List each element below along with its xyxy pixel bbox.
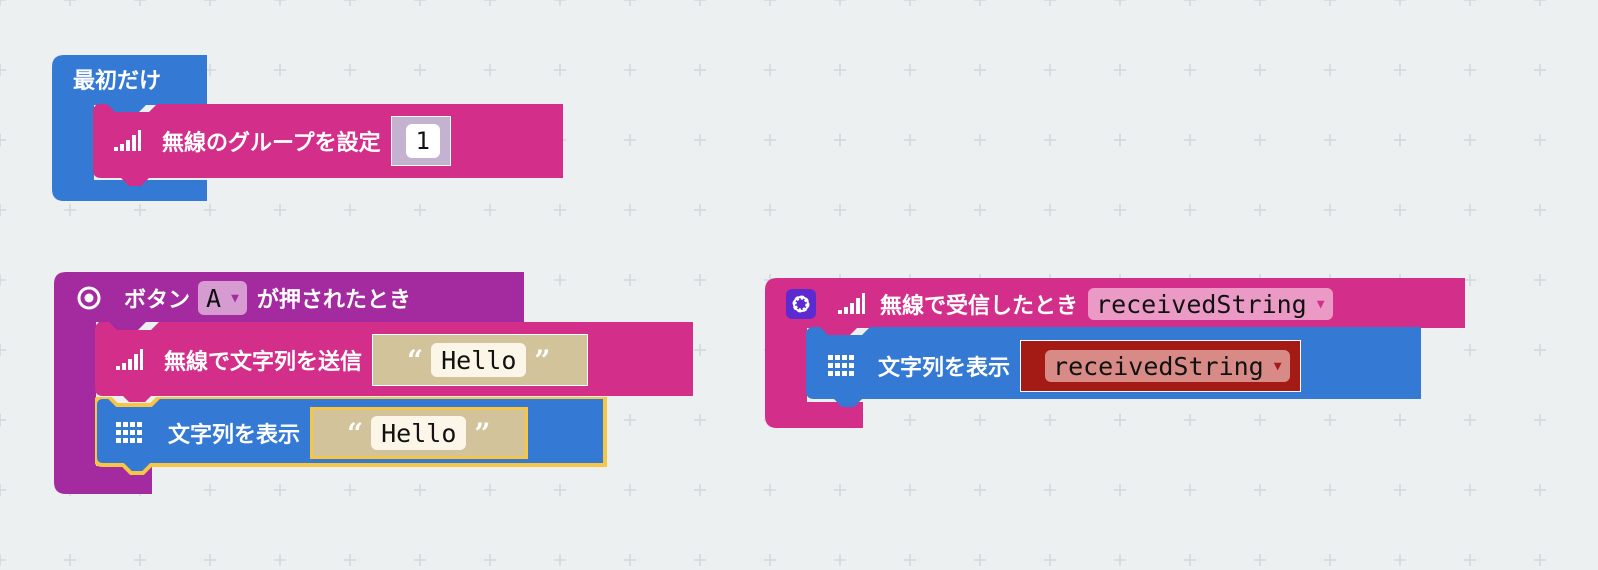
target-icon	[76, 285, 102, 311]
quote-open-icon: “	[347, 416, 364, 450]
on-start-block-shape	[52, 55, 207, 201]
button-label-after: が押されたとき	[256, 288, 411, 313]
group-number-slot[interactable]: 1	[390, 116, 451, 166]
show-text-field[interactable]: Hello	[371, 416, 467, 450]
send-text-slot[interactable]: “ Hello ”	[372, 334, 589, 386]
show-string-label: 文字列を表示	[168, 423, 301, 448]
gear-icon[interactable]	[786, 289, 816, 319]
on-button-block-shape	[54, 272, 524, 494]
received-variable-value: receivedString	[1096, 289, 1307, 319]
show-text-slot[interactable]: “ Hello ”	[310, 407, 529, 459]
button-label-before: ボタン	[124, 288, 191, 313]
show-received-label: 文字列を表示	[878, 356, 1011, 381]
quote-open-icon: “	[407, 343, 424, 377]
show-variable-dropdown[interactable]: receivedString ▼	[1045, 350, 1290, 382]
dropdown-arrow-icon: ▼	[231, 290, 239, 306]
button-dropdown[interactable]: A ▼	[198, 281, 247, 315]
set-group-label: 無線のグループを設定	[162, 131, 381, 156]
signal-bars-icon	[112, 129, 142, 153]
show-variable-value: receivedString	[1053, 351, 1264, 381]
send-string-label: 無線で文字列を送信	[164, 350, 363, 375]
led-grid-icon	[828, 355, 856, 377]
group-number-field[interactable]: 1	[405, 124, 440, 158]
send-text-field[interactable]: Hello	[431, 343, 527, 377]
on-received-label: 無線で受信したとき	[880, 294, 1079, 319]
dropdown-arrow-icon: ▼	[1273, 358, 1282, 374]
received-variable-slot[interactable]: receivedString ▼	[1020, 340, 1301, 392]
quote-close-icon: ”	[474, 416, 491, 450]
signal-bars-icon	[114, 348, 144, 372]
button-dropdown-value: A	[206, 283, 222, 313]
received-variable-dropdown[interactable]: receivedString ▼	[1088, 288, 1333, 320]
signal-bars-icon	[836, 292, 866, 316]
led-grid-icon	[116, 422, 144, 444]
on-start-label: 最初だけ	[73, 69, 162, 94]
quote-close-icon: ”	[534, 343, 551, 377]
dropdown-arrow-icon: ▼	[1316, 296, 1325, 312]
